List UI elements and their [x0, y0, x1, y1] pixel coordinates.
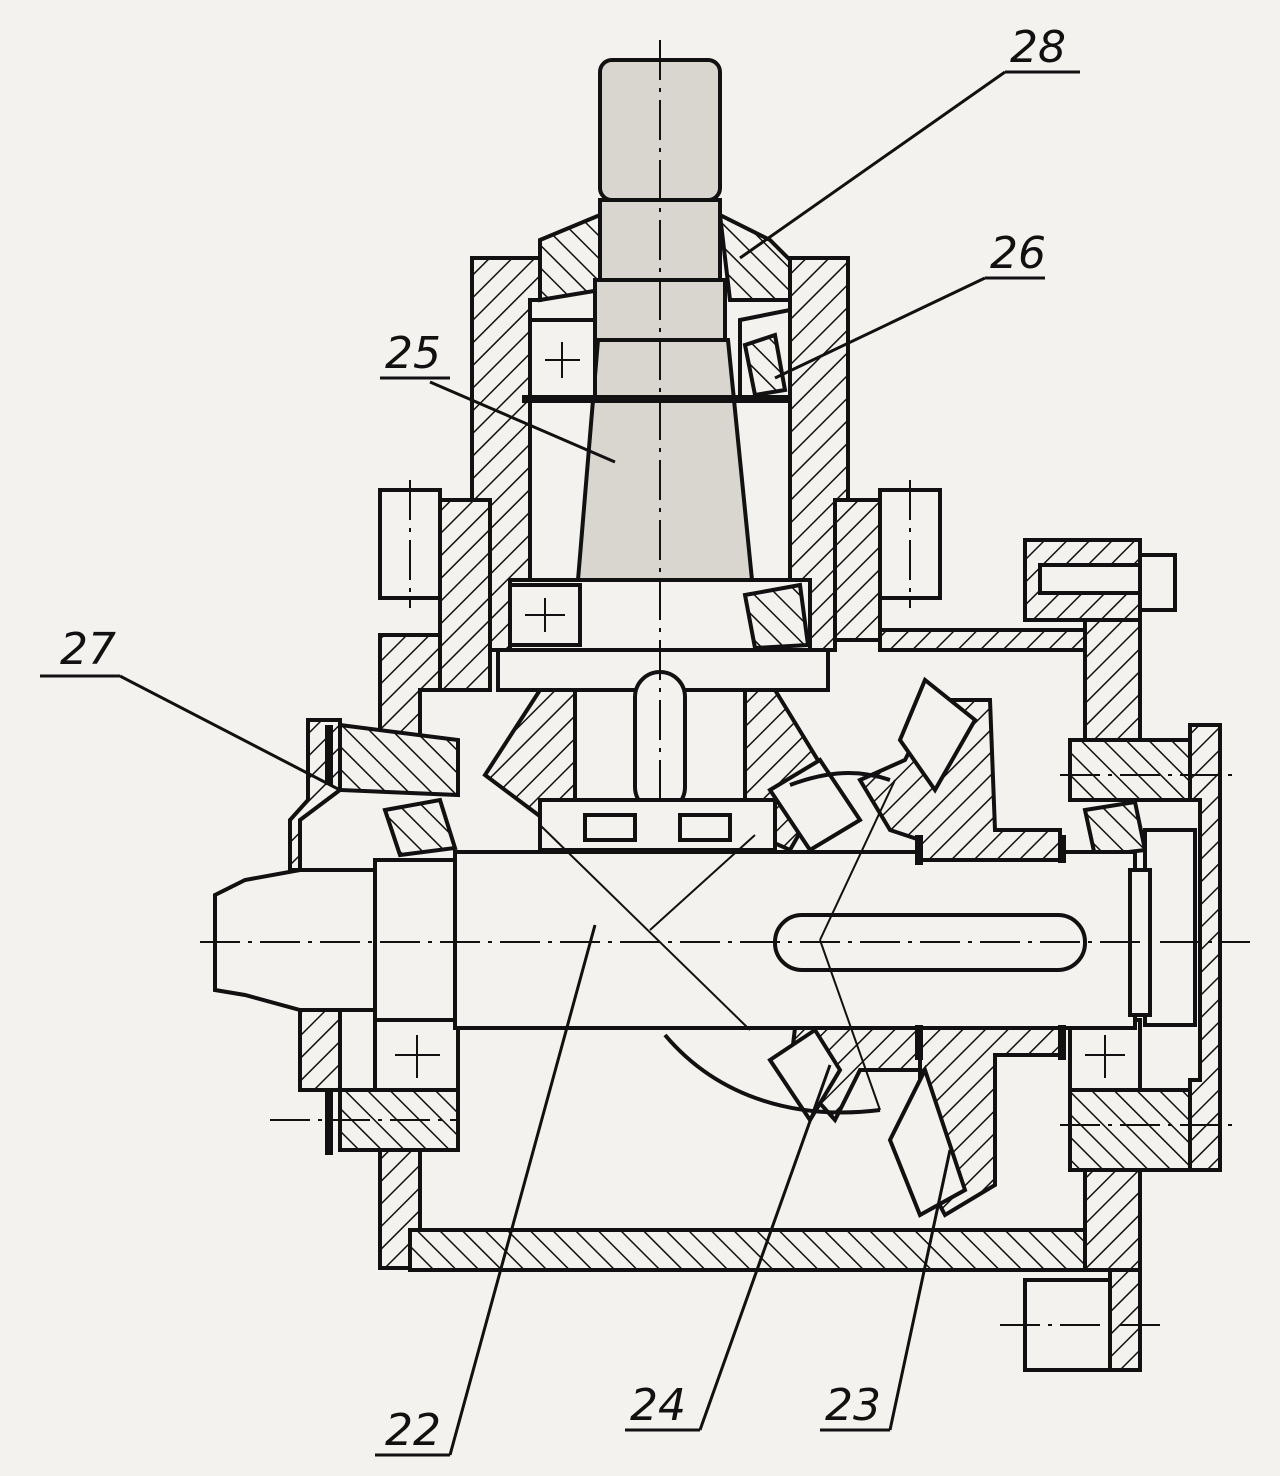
label-25: 25 [385, 328, 441, 379]
label-26: 26 [990, 228, 1046, 279]
label-23: 23 [825, 1380, 881, 1431]
label-28: 28 [1010, 22, 1066, 73]
right-bearing-housing [1060, 723, 1240, 1172]
horizontal-shaft [200, 850, 1250, 1030]
label-24: 24 [630, 1380, 686, 1431]
label-27: 27 [60, 624, 116, 675]
left-bearing-housing [270, 718, 460, 1155]
part-labels: 28 26 25 27 22 24 23 [60, 22, 1066, 1456]
upper-housing [378, 211, 942, 692]
gearbox-body [378, 538, 1177, 1372]
bevel-gears [482, 676, 1066, 1218]
leader-lines [40, 70, 1080, 1457]
label-22: 22 [385, 1405, 441, 1456]
upper-bearings [508, 307, 811, 651]
